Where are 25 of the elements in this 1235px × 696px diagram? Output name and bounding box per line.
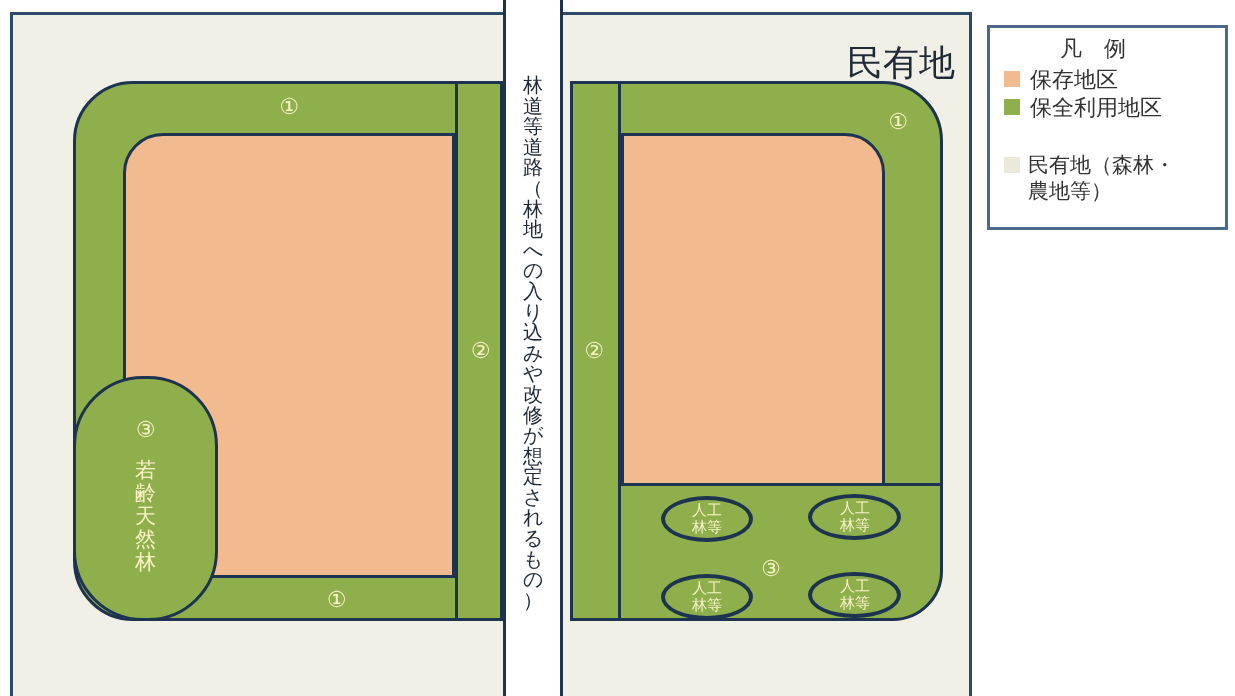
zone-label: 若齢天然林 [134, 459, 157, 575]
private-land-area [10, 12, 972, 696]
plantation-ellipse [808, 494, 901, 540]
legend-label: 保存地区 [1030, 66, 1118, 94]
plantation-ellipse [661, 574, 753, 620]
zone-number: ③ [135, 419, 156, 441]
road-label: 林道等道路（林地への入り込みや改修が想定されるもの） [523, 75, 543, 614]
zone-label: 人工林等 [691, 501, 723, 537]
zone-number: ③ [761, 558, 781, 580]
area-title: 民有地 [847, 41, 955, 85]
plantation-ellipse [661, 496, 753, 542]
zone-label: 人工林等 [838, 577, 871, 613]
conservation-area [621, 133, 885, 486]
legend-label: 保全利用地区 [1030, 94, 1162, 122]
zone-label: 人工林等 [691, 579, 723, 615]
young-forest-area [73, 376, 218, 621]
legend-title: 凡 例 [1060, 35, 1126, 63]
legend-label: 民有地（森林・農地等） [1028, 152, 1176, 205]
plantation-ellipse [808, 572, 901, 618]
zone-number: ① [279, 96, 299, 118]
zone-number: ① [326, 588, 347, 611]
zone-label: 人工林等 [838, 499, 871, 535]
zone-number: ② [584, 340, 604, 362]
zone-number: ② [470, 340, 491, 362]
zone-number: ① [888, 111, 908, 133]
